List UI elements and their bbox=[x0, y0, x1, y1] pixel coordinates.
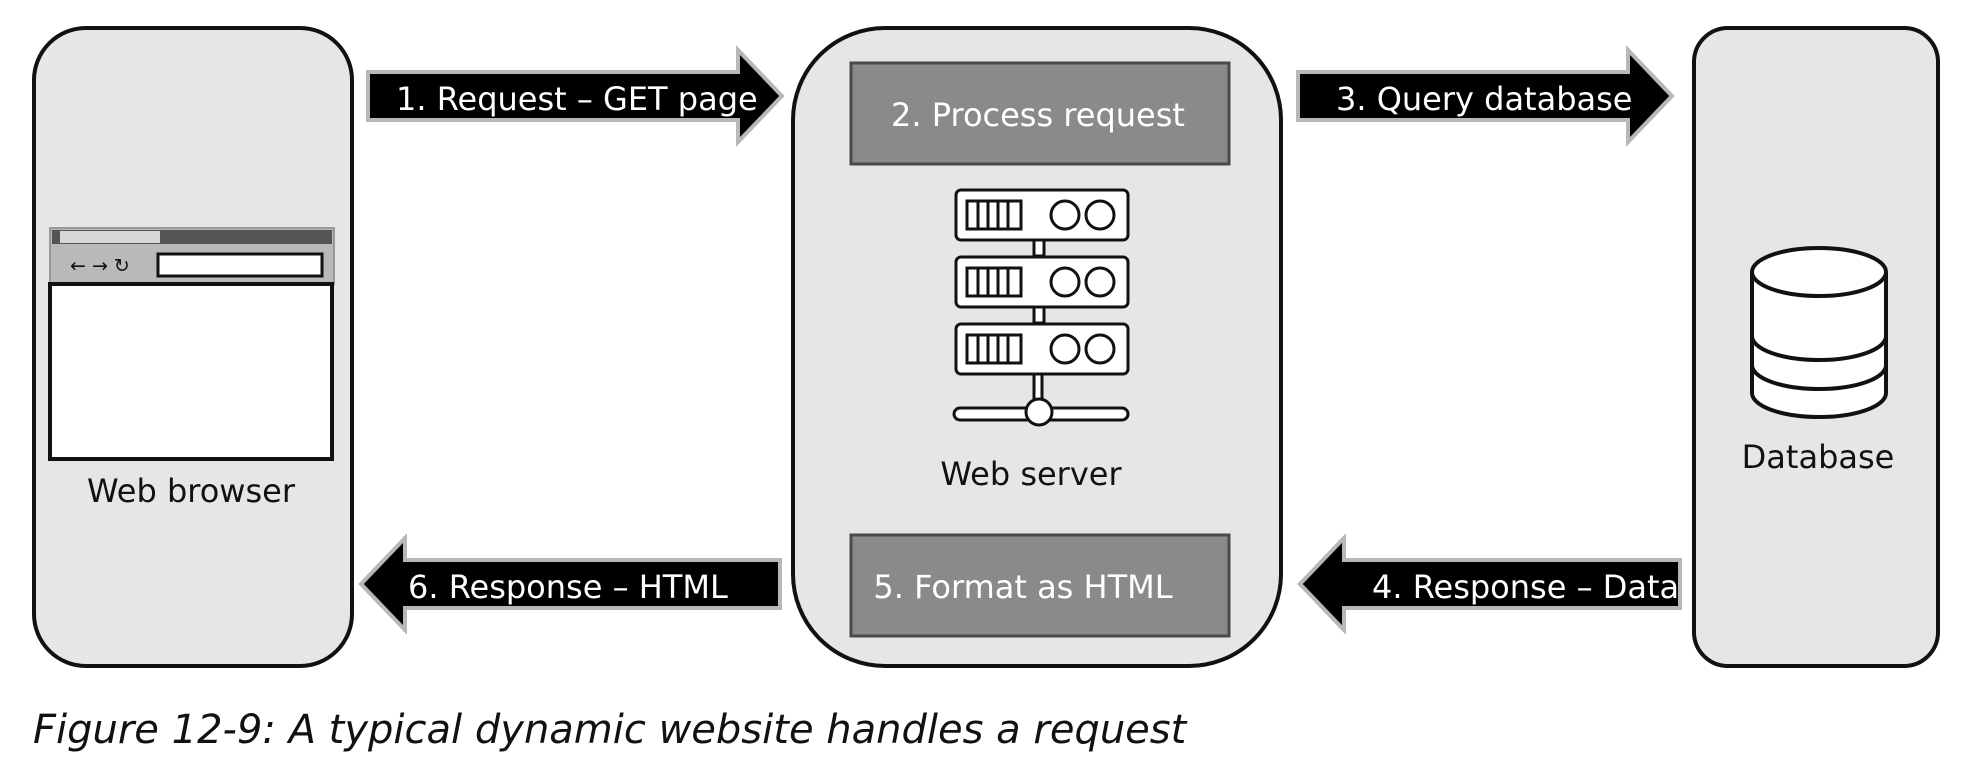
format-html-step: 5. Format as HTML bbox=[849, 533, 1231, 638]
browser-node: ← → ↻ Web browser bbox=[32, 26, 354, 668]
arrow-query: 3. Query database bbox=[1296, 45, 1675, 147]
figure-caption: Figure 12-9: A typical dynamic website h… bbox=[33, 707, 1188, 753]
process-request-box bbox=[849, 61, 1231, 166]
arrow-data-response-label: 4. Response – Data bbox=[1372, 568, 1679, 606]
process-request-label: 2. Process request bbox=[891, 96, 1185, 134]
server-node: 2. Process request bbox=[791, 26, 1283, 668]
database-label: Database bbox=[1742, 438, 1895, 476]
arrow-data-response: 4. Response – Data bbox=[1297, 533, 1682, 635]
database-icon bbox=[1750, 246, 1888, 419]
browser-window-icon: ← → ↻ bbox=[48, 227, 335, 461]
arrow-query-label: 3. Query database bbox=[1336, 80, 1632, 118]
browser-label: Web browser bbox=[87, 472, 296, 510]
format-html-label: 5. Format as HTML bbox=[873, 568, 1172, 606]
format-html-box bbox=[849, 533, 1231, 638]
arrow-request: 1. Request – GET page bbox=[366, 45, 785, 147]
arrow-html-response-label: 6. Response – HTML bbox=[408, 568, 728, 606]
svg-text:← → ↻: ← → ↻ bbox=[70, 255, 130, 277]
database-node: Database bbox=[1692, 26, 1940, 668]
server-rack-icon bbox=[952, 188, 1130, 427]
process-request-step: 2. Process request bbox=[849, 61, 1231, 166]
server-label: Web server bbox=[940, 455, 1122, 493]
arrow-html-response: 6. Response – HTML bbox=[358, 533, 782, 635]
arrow-request-label: 1. Request – GET page bbox=[396, 80, 758, 118]
